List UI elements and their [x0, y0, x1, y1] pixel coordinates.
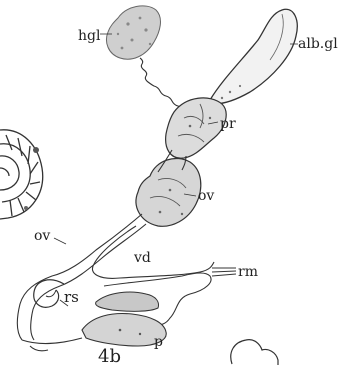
label-ov-upper: ov — [198, 188, 214, 204]
label-ov-left: ov — [34, 228, 50, 244]
label-p: p — [154, 334, 163, 350]
albumen-gland — [210, 9, 297, 104]
detached-fragment — [231, 340, 278, 365]
label-alb-gl: alb.gl — [298, 36, 338, 52]
label-hgl: hgl — [78, 28, 101, 44]
vas-deferens — [92, 226, 214, 278]
hermaphrodite-gland — [107, 6, 161, 59]
prostate — [166, 98, 227, 158]
label-rs: rs — [64, 288, 79, 306]
atrium — [22, 338, 82, 351]
shell-fragment — [0, 130, 43, 219]
label-pr: pr — [220, 116, 236, 132]
oviduct-mass — [136, 158, 201, 226]
label-vd: vd — [133, 250, 151, 266]
panel-label: 4b — [98, 346, 121, 365]
retractor-muscle — [212, 268, 236, 276]
label-rm: rm — [238, 264, 258, 280]
receptaculum-seminis — [34, 280, 64, 307]
